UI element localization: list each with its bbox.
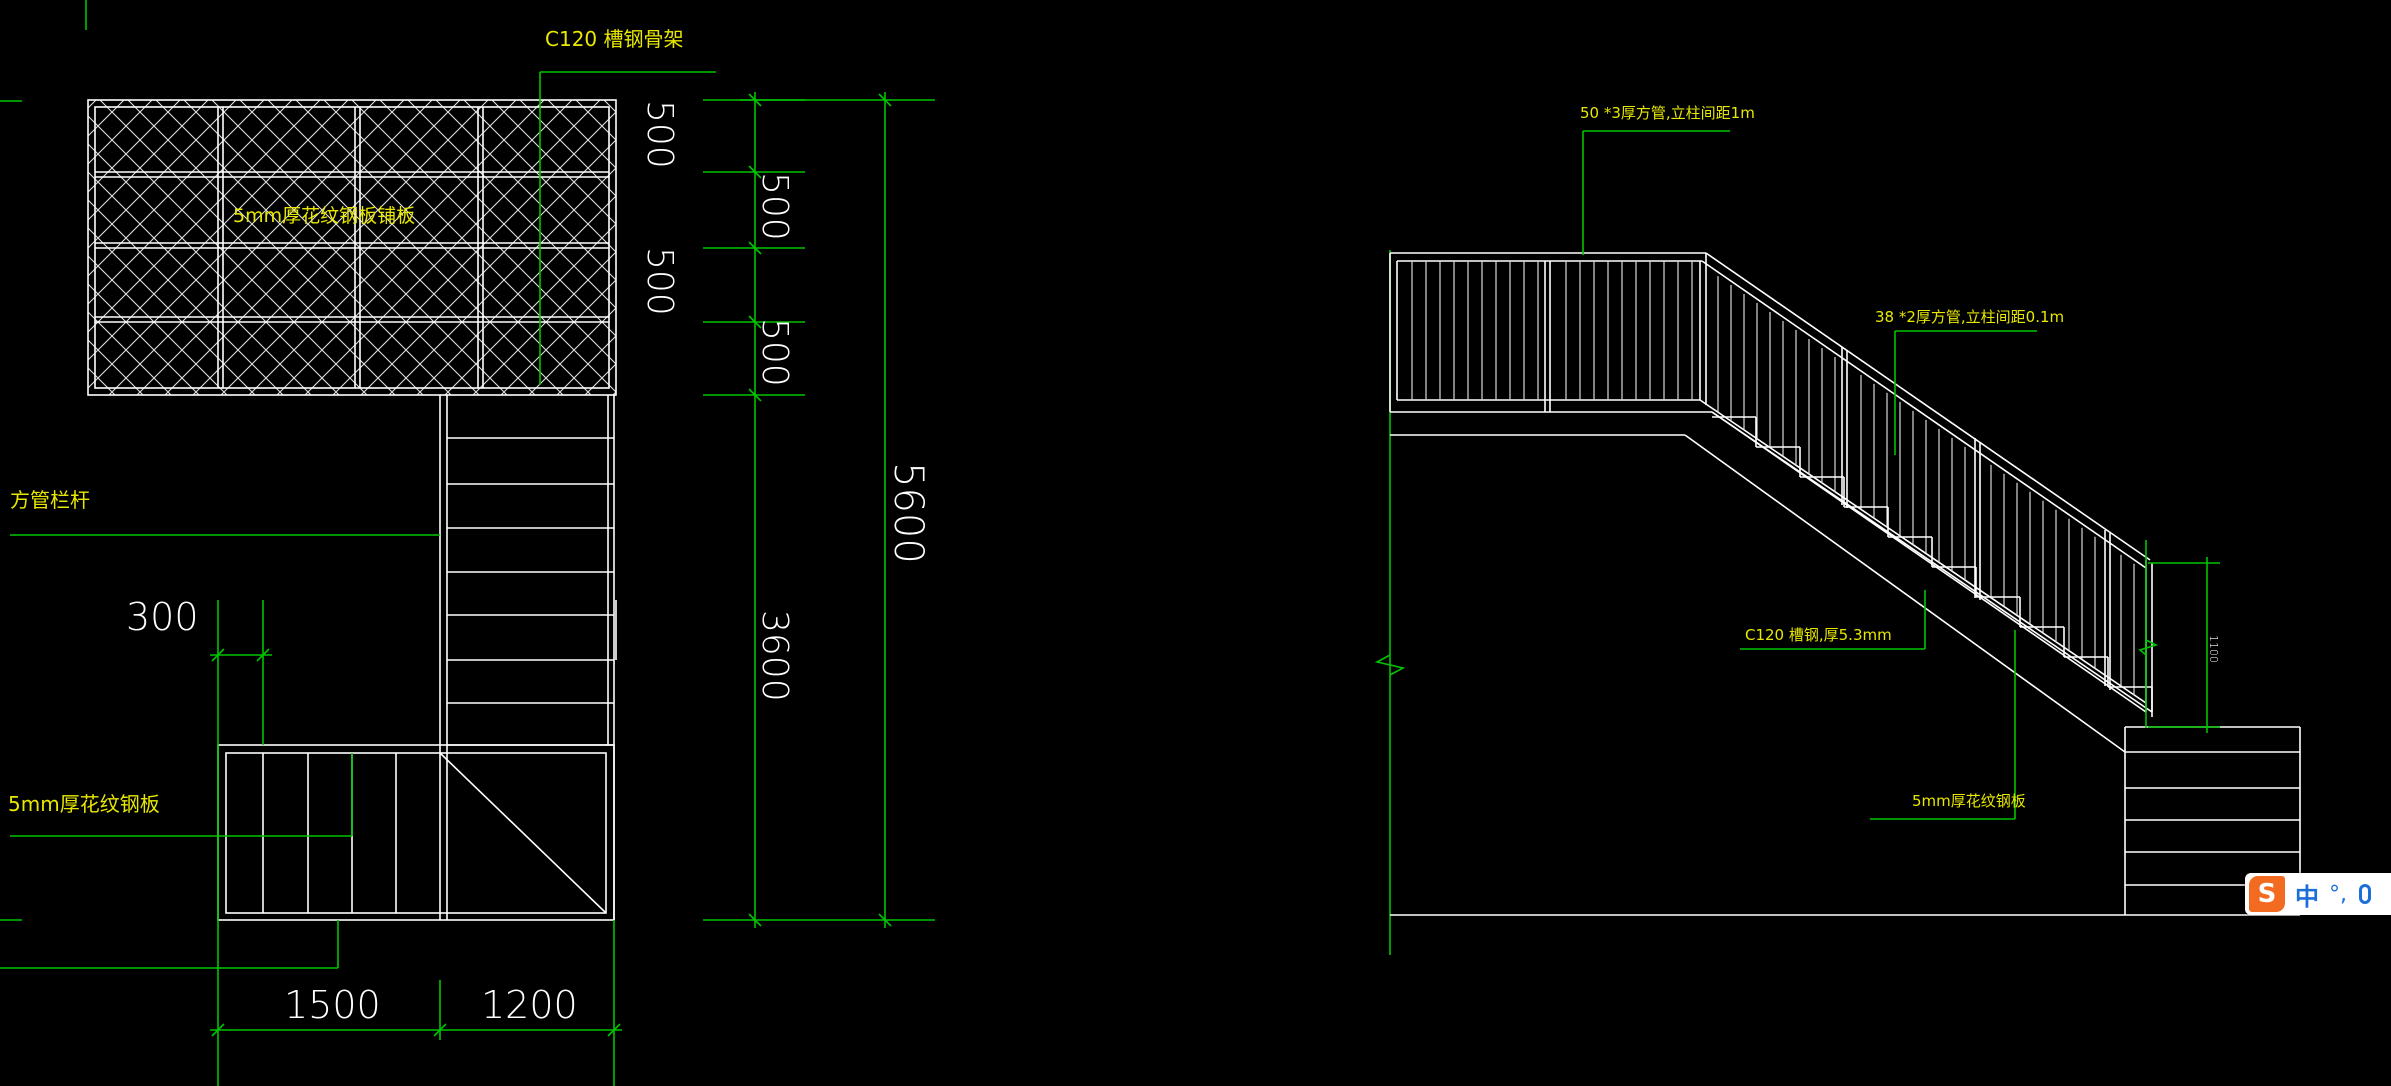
- stair-run-plan: [439, 395, 617, 920]
- elevation-leaders: [1582, 130, 2220, 820]
- ime-toolbar[interactable]: S 中 °,: [2245, 873, 2391, 915]
- plan-dimension-lines: [0, 71, 935, 1086]
- dim-300: 300: [126, 595, 199, 639]
- label-tread: 5mm厚花纹钢板: [1912, 792, 2026, 810]
- label-inner-rail: 38 *2厚方管,立柱间距0.1m: [1875, 308, 2064, 326]
- inclined-railing: [1699, 252, 2153, 713]
- dim-5600: 5600: [885, 462, 931, 564]
- upper-railing: [1389, 252, 1712, 436]
- dim-3600: 3600: [754, 610, 795, 702]
- microphone-icon[interactable]: [2359, 884, 2371, 904]
- elevation-view: 50 *3厚方管,立柱间距1m 38 *2厚方管,立柱间距0.1m C120 槽…: [1374, 104, 2301, 955]
- label-top-rail: 50 *3厚方管,立柱间距1m: [1580, 104, 1755, 122]
- dim-1200: 1200: [481, 983, 578, 1027]
- label-channel-frame: C120 槽钢骨架: [545, 27, 684, 51]
- label-railing: 方管栏杆: [10, 488, 90, 512]
- dim-1500: 1500: [284, 983, 381, 1027]
- label-checker-plate-bottom: 5mm厚花纹钢板: [8, 792, 160, 816]
- dim-1100: 1100: [2207, 635, 2220, 663]
- dim-500-d: 500: [754, 318, 795, 387]
- landing-plan: [217, 744, 615, 921]
- ime-mode-toggle[interactable]: 中: [2295, 882, 2319, 911]
- dim-500-c: 500: [754, 172, 795, 241]
- dim-500-a: 500: [639, 100, 680, 169]
- stair-stringer: [1684, 411, 2153, 753]
- ime-punctuation-toggle[interactable]: °,: [2329, 881, 2347, 907]
- sogou-logo-icon[interactable]: S: [2249, 876, 2285, 912]
- dim-500-b: 500: [639, 247, 680, 316]
- plan-view: C120 槽钢骨架 5mm厚花纹钢板铺板 方管栏杆 5mm厚花纹钢板 300 1…: [0, 0, 935, 1086]
- label-checker-plate-top: 5mm厚花纹钢板铺板: [233, 205, 415, 227]
- platform-hatched: [87, 99, 617, 396]
- label-stringer: C120 槽钢,厚5.3mm: [1745, 626, 1892, 644]
